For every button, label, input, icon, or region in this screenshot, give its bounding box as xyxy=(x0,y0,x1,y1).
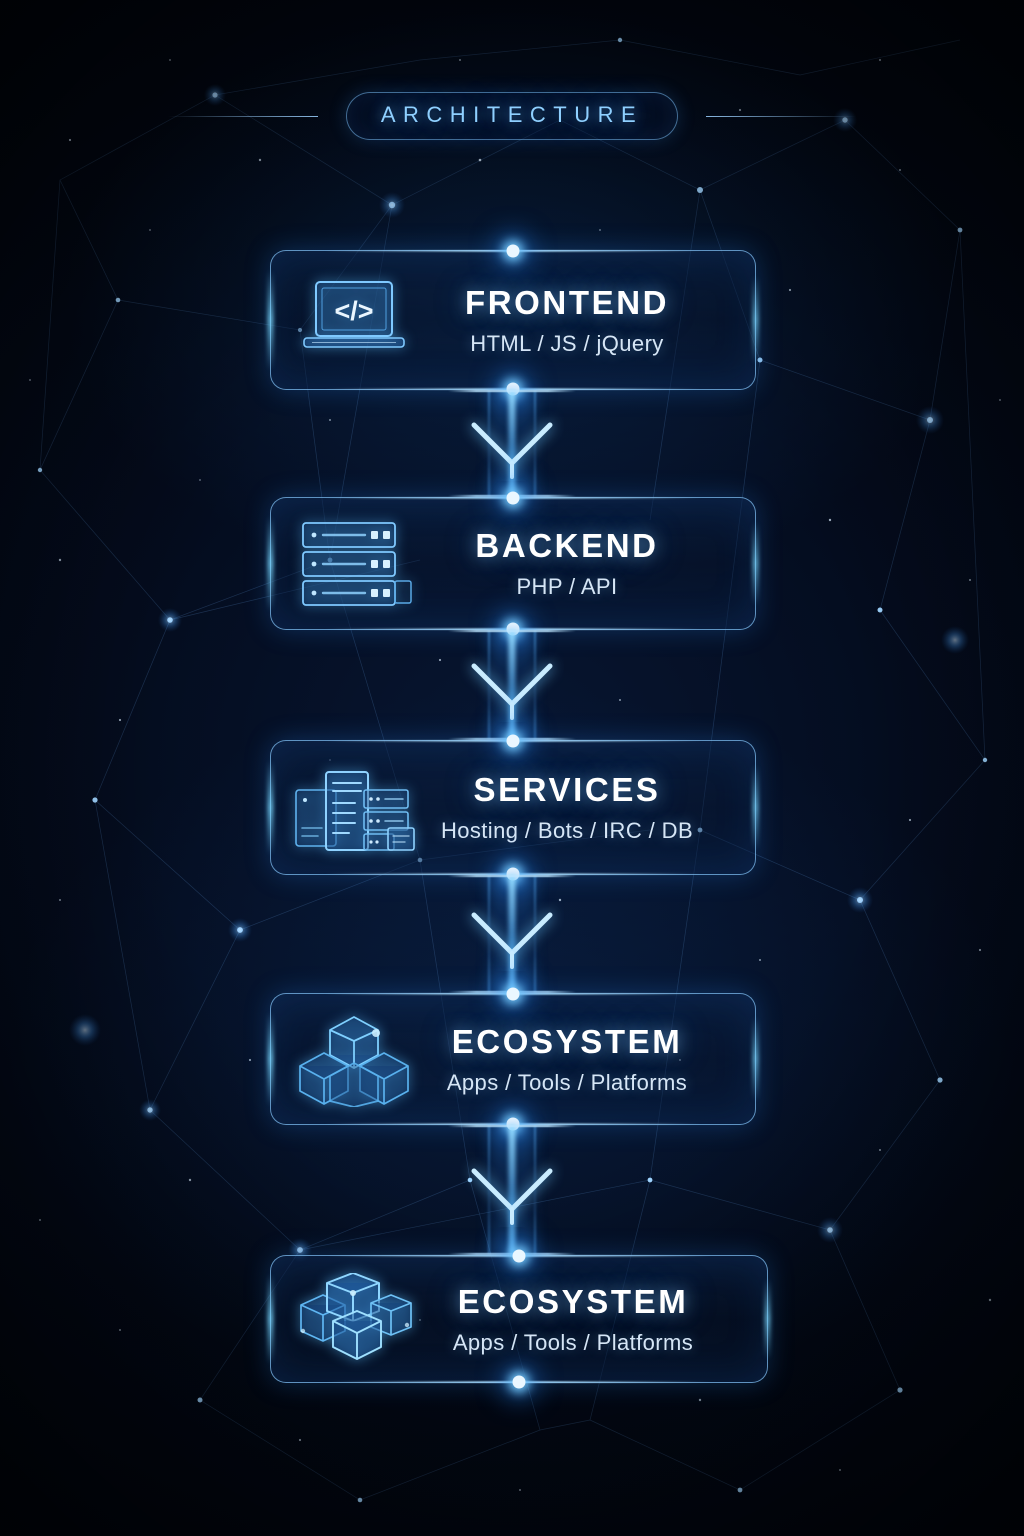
connection-node-top xyxy=(506,244,520,258)
card-icon-slot: </> xyxy=(289,274,419,366)
connection-node-bottom xyxy=(512,1375,526,1389)
down-arrow-icon xyxy=(471,912,553,969)
card-title: SERVICES xyxy=(473,771,661,808)
layer-card-backend[interactable]: BACKEND PHP / API xyxy=(270,491,756,636)
beam-rail-left xyxy=(488,630,490,740)
laptop-code-icon: </> xyxy=(303,281,405,348)
layer-card-services[interactable]: SERVICES Hosting / Bots / IRC / DB xyxy=(270,734,756,881)
connection-node-top xyxy=(506,491,520,505)
beam-rail-left xyxy=(488,1125,490,1255)
cube-stack-icon xyxy=(299,1016,409,1107)
beam-core xyxy=(508,390,516,497)
beam-rail-left xyxy=(488,875,490,993)
down-arrow-icon xyxy=(471,422,553,479)
card-title: BACKEND xyxy=(475,527,659,564)
page-title-pill: ARCHITECTURE xyxy=(345,92,679,140)
page-title-row: ARCHITECTURE xyxy=(0,92,1024,140)
layer-card-frontend[interactable]: </> FRONTEND HTML / JS / jQuery xyxy=(270,244,756,396)
beam-core xyxy=(508,1125,516,1255)
connection-node-top xyxy=(506,734,520,748)
connector-bar-top xyxy=(448,875,576,877)
card-subtitle: Hosting / Bots / IRC / DB xyxy=(440,818,694,843)
card-subtitle: HTML / JS / jQuery xyxy=(470,330,664,356)
title-rule-right xyxy=(706,115,857,117)
beam-rail-left xyxy=(488,390,490,497)
card-text-block: SERVICES Hosting / Bots / IRC / DB xyxy=(419,771,755,844)
connector-backend-services xyxy=(437,630,587,740)
layer-card-ecosystem-2[interactable]: ECOSYSTEM Apps / Tools / Platforms xyxy=(270,1249,768,1389)
beam-core xyxy=(508,875,516,993)
connector-bar-top xyxy=(448,1125,576,1127)
card-icon-slot xyxy=(289,758,419,858)
card-icon-slot xyxy=(289,1273,419,1365)
card-icon-slot xyxy=(289,517,419,611)
connection-node-top xyxy=(506,987,520,1001)
card-text-block: BACKEND PHP / API xyxy=(419,527,755,600)
down-arrow-icon xyxy=(471,663,553,720)
connection-node-top xyxy=(512,1249,526,1263)
beam-rail-right xyxy=(534,630,536,740)
connector-bar-top xyxy=(448,630,576,632)
cube-cluster-icon xyxy=(300,1273,412,1360)
connector-bar-top xyxy=(448,390,576,392)
card-title: ECOSYSTEM xyxy=(451,1022,683,1060)
beam-rail-right xyxy=(534,1125,536,1255)
connector-bar-bottom xyxy=(448,1253,576,1255)
card-subtitle: Apps / Tools / Platforms xyxy=(446,1069,688,1095)
card-icon-slot xyxy=(289,1011,419,1107)
card-subtitle: Apps / Tools / Platforms xyxy=(452,1329,694,1355)
beam-core xyxy=(508,630,516,740)
beam-rail-right xyxy=(534,875,536,993)
server-rack-icon xyxy=(302,521,412,606)
card-title: ECOSYSTEM xyxy=(457,1282,689,1320)
server-tower-icon xyxy=(295,770,415,851)
connector-services-ecosystem xyxy=(437,875,587,993)
svg-text:</>: </> xyxy=(334,296,373,326)
beam-rail-right xyxy=(534,390,536,497)
page-title: ARCHITECTURE xyxy=(380,102,644,127)
connector-ecosystem-ecosystem xyxy=(437,1125,587,1255)
down-arrow-icon xyxy=(471,1168,553,1225)
connector-frontend-backend xyxy=(437,390,587,497)
card-text-block: ECOSYSTEM Apps / Tools / Platforms xyxy=(419,1023,755,1096)
card-title: FRONTEND xyxy=(464,283,670,321)
card-text-block: ECOSYSTEM Apps / Tools / Platforms xyxy=(419,1283,767,1356)
layer-card-ecosystem-1[interactable]: ECOSYSTEM Apps / Tools / Platforms xyxy=(270,987,756,1131)
card-text-block: FRONTEND HTML / JS / jQuery xyxy=(419,284,755,357)
card-subtitle: PHP / API xyxy=(516,574,618,599)
title-rule-left xyxy=(167,115,318,117)
